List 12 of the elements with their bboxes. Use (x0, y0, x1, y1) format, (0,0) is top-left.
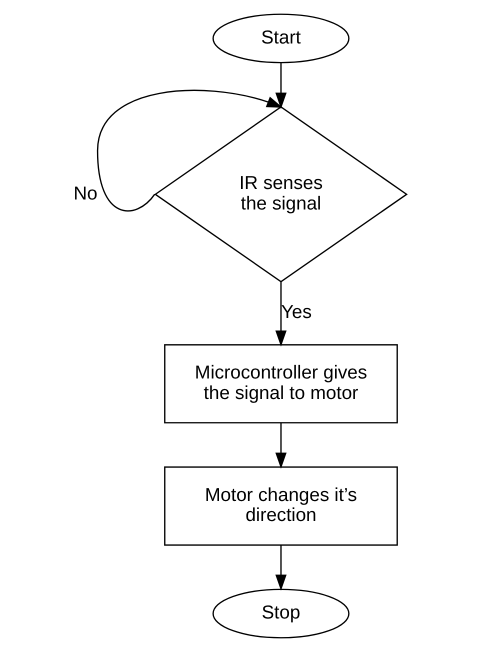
arrow (275, 545, 287, 591)
node-box: Motor changes it’s direction (164, 466, 398, 546)
arrow (275, 422, 287, 469)
node-ellipse: Start (212, 14, 350, 64)
arrow (275, 63, 287, 109)
node-ellipse: Stop (212, 588, 350, 638)
arrow (96, 90, 283, 212)
arrow (275, 282, 287, 347)
node-box: Microcontroller gives the signal to motor (164, 344, 398, 424)
edge-label: Yes (281, 301, 312, 322)
node-diamond: IR senses the signal (154, 106, 408, 282)
edge-label: No (73, 182, 98, 204)
